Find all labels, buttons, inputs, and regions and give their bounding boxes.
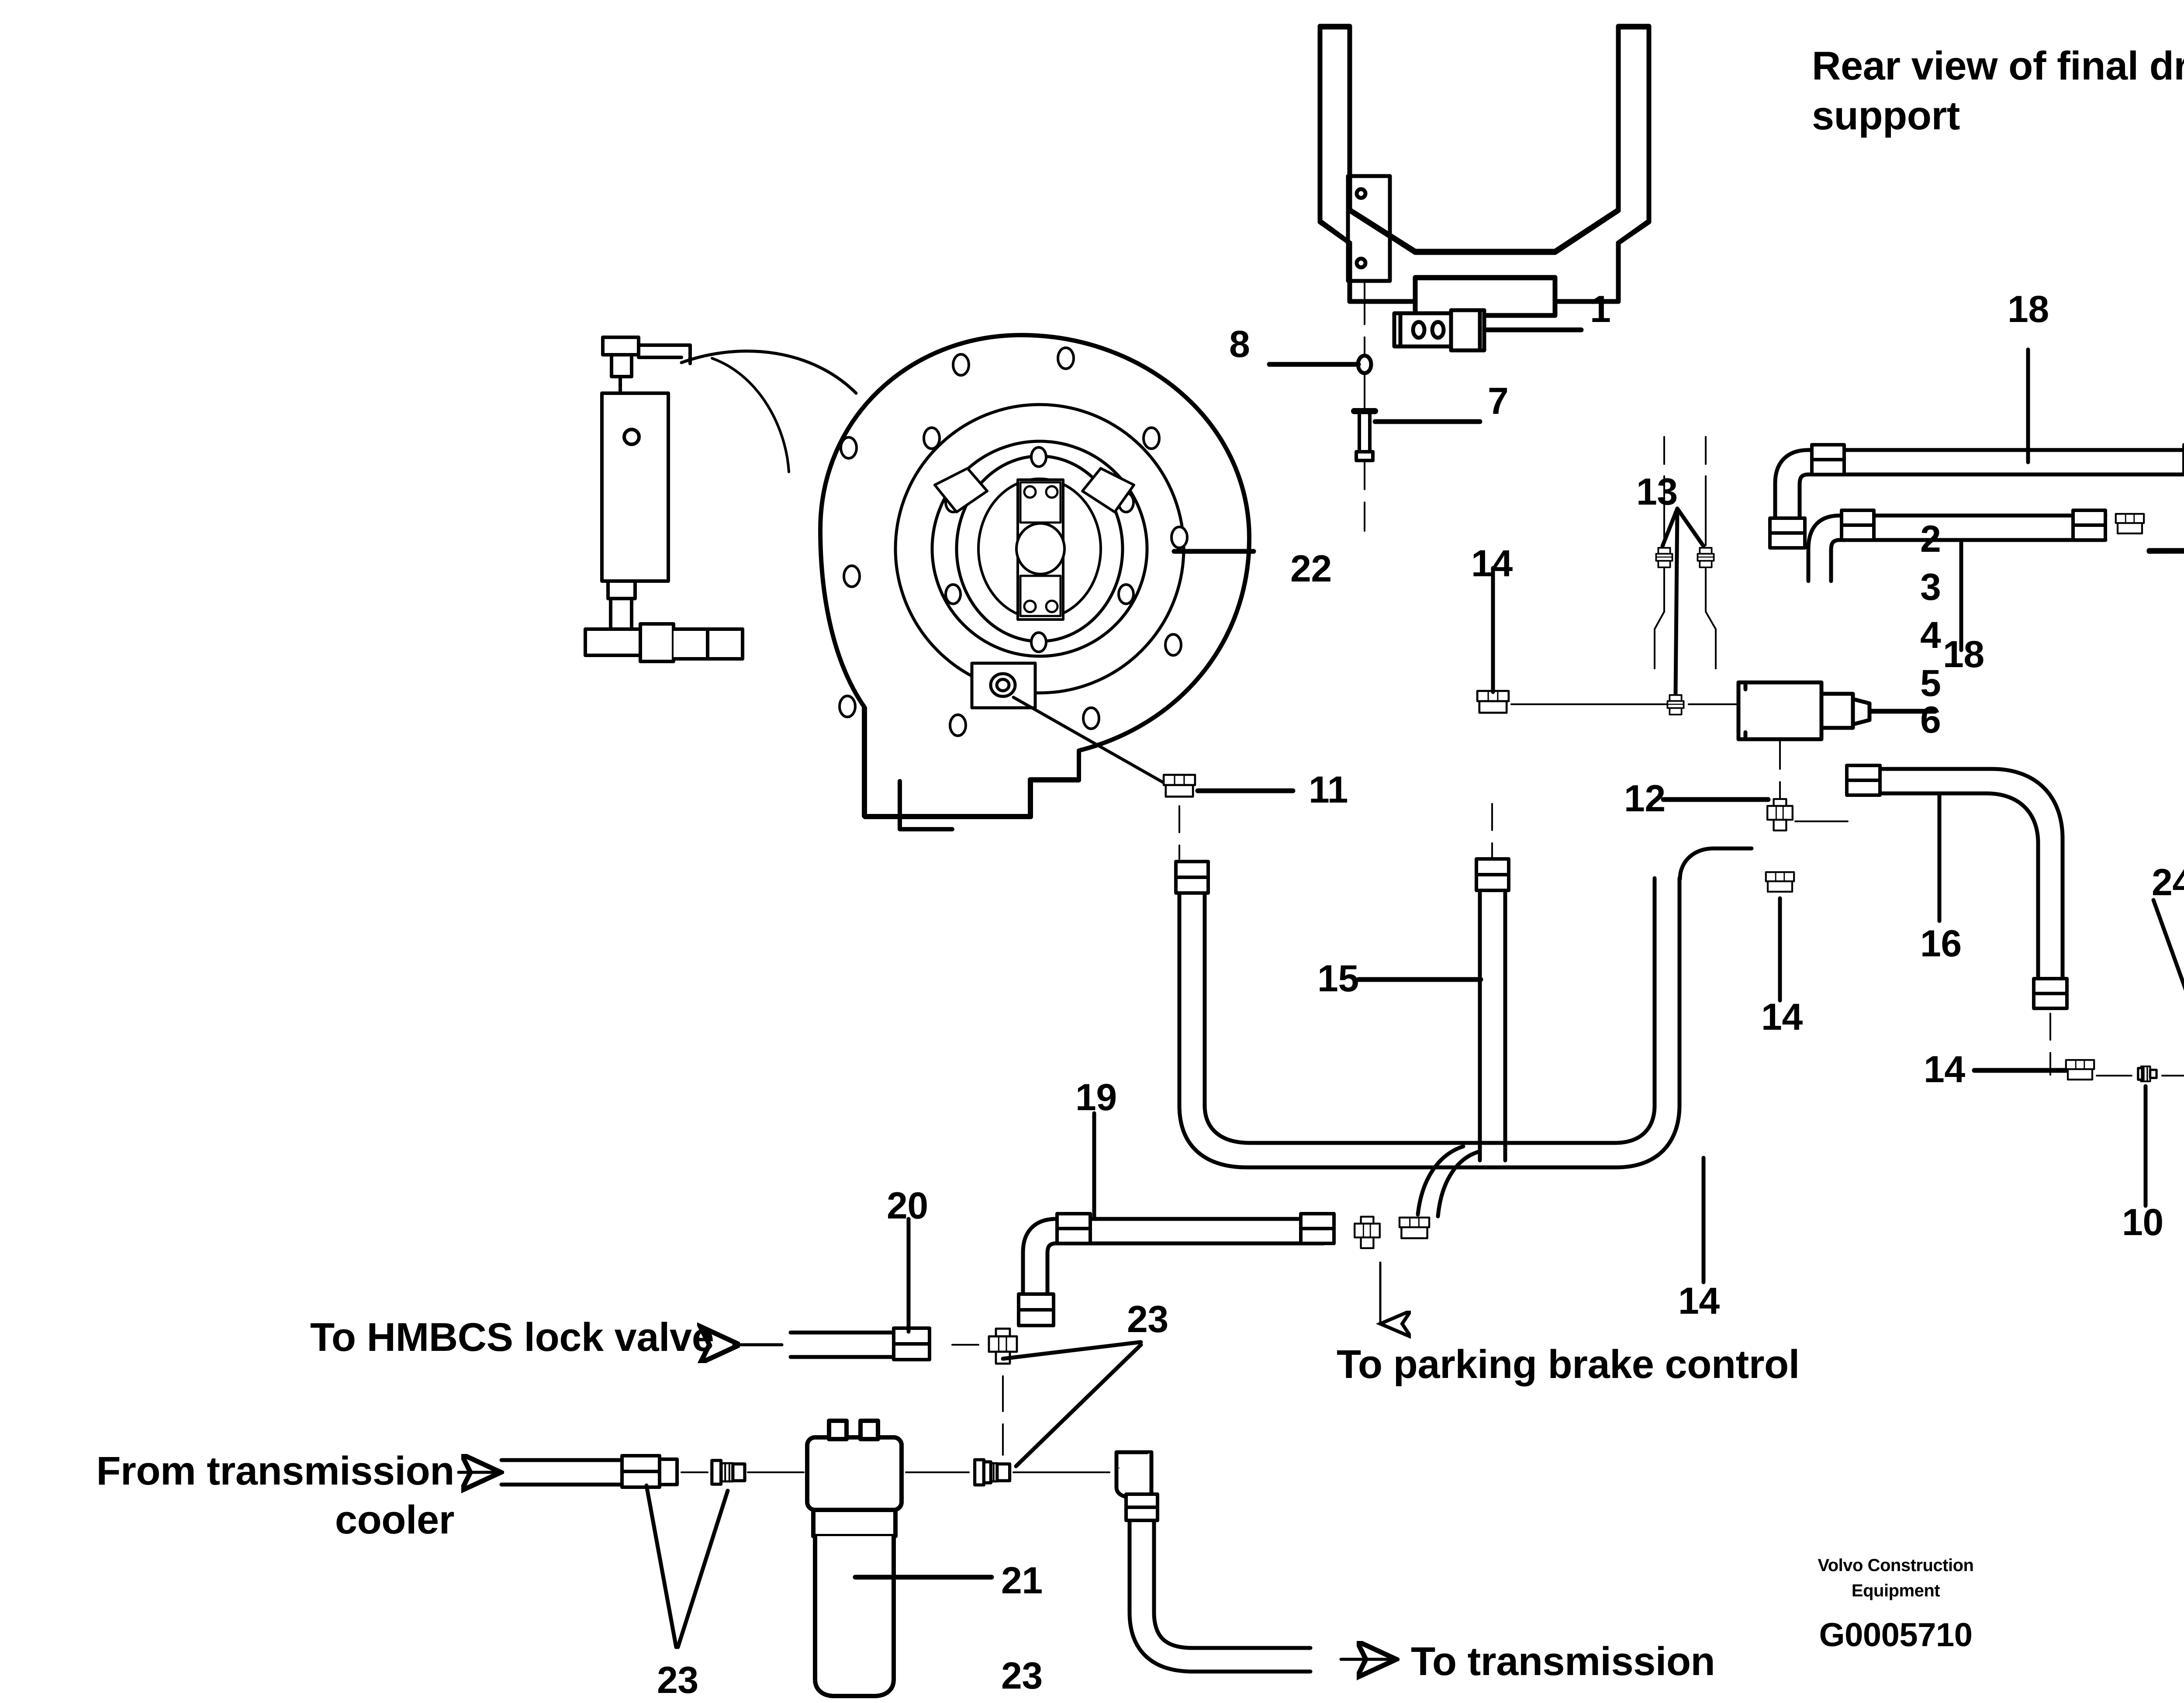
- callout-4: 4: [1920, 614, 1941, 656]
- callout-1: 1: [1590, 288, 1611, 330]
- callout-23-lower: 23: [1001, 1655, 1043, 1697]
- callout-14-bottom: 14: [1924, 1049, 1965, 1090]
- callout-18-lower: 18: [1943, 633, 1984, 675]
- callout-17: 16: [1920, 923, 1962, 965]
- part-to-transmission-elbow: [1114, 1450, 1154, 1500]
- part-19-hose: [1021, 1217, 1326, 1300]
- part-23c-union: [973, 1458, 1012, 1487]
- leader-port-to-11: [1012, 696, 1169, 786]
- part-16-hose-center: [1478, 891, 1507, 1163]
- callout-10: 10: [2122, 1201, 2163, 1243]
- housing-shell-edge2: [711, 357, 790, 473]
- manufacturer-line-1: Volvo Construction: [1818, 1556, 1974, 1575]
- part-1-valve: [1392, 308, 1486, 353]
- housing-shell-edge: [680, 350, 858, 395]
- hose-19-ferrules: [1017, 1212, 1336, 1327]
- brake-actuator: [584, 336, 744, 663]
- part-19-elbow-right: [1400, 1218, 1429, 1238]
- part-18b-hose: [1806, 513, 2108, 583]
- part-18a-hose: [1773, 448, 2184, 521]
- caption-to-parking-brake-control: To parking brake control: [1337, 1342, 1800, 1387]
- hose-19-up: [1436, 1149, 1481, 1218]
- leader-23a: [1001, 1340, 1143, 1361]
- callout-20: 20: [887, 1185, 928, 1227]
- part-11-elbow: [1164, 775, 1195, 796]
- drawing-number: G0005710: [1819, 1616, 1973, 1654]
- part-22-brake-housing: [818, 333, 1251, 831]
- callout-11: 11: [1309, 769, 1348, 811]
- caption-from-transmission-line2: cooler: [335, 1498, 455, 1542]
- caption-to-transmission: To transmission: [1411, 1639, 1715, 1684]
- hose-16-ferrules: [1174, 857, 1510, 895]
- callout-3: 3: [1920, 566, 1941, 608]
- callout-16: 15: [1317, 958, 1359, 1000]
- part-20-hose: [788, 1330, 898, 1359]
- manufacturer-line-2: Equipment: [1851, 1581, 1940, 1600]
- housing-bolt-bosses: [838, 346, 1189, 737]
- part-to-transmission-hose: [1127, 1496, 1313, 1674]
- part-21-filter: [805, 1419, 904, 1698]
- part-6-manifold: [1736, 680, 1872, 741]
- centerline-13: [1654, 436, 1717, 669]
- caption-to-hmbcs-lock-valve: To HMBCS lock valve: [310, 1315, 714, 1360]
- hose-18b-ferrules: [1840, 509, 2107, 542]
- hose-18a-ferrules: [1768, 443, 2184, 550]
- leader-23c: [1014, 1343, 1143, 1468]
- callout-24: 24: [2152, 862, 2184, 903]
- caption-rear-view-line2: support: [1812, 93, 1960, 138]
- callout-2: 2: [1920, 518, 1941, 560]
- leader-23b-fan: [644, 1483, 730, 1649]
- caption-rear-view-line1: Rear view of final drive: [1812, 44, 2184, 88]
- callout-7: 7: [1488, 380, 1509, 422]
- support-mount-plate: [1346, 174, 1392, 283]
- callout-14-mid-lower: 14: [1761, 996, 1803, 1038]
- part-14d-elbow-lower: [2116, 514, 2144, 533]
- part-14b-elbow: [1766, 872, 1794, 892]
- callout-8: 8: [1229, 323, 1250, 365]
- callout-15: 14: [1678, 1280, 1720, 1322]
- callout-19: 19: [1075, 1076, 1117, 1118]
- callout-14-upper-mid: 14: [1471, 543, 1513, 585]
- part-13-fitting-b: [1697, 548, 1714, 568]
- part-14a-elbow: [1477, 691, 1509, 713]
- housing-inner-bolt-pads: [933, 446, 1135, 653]
- leader-14-fan: [2146, 548, 2184, 554]
- leader-13-cluster: [1660, 506, 1706, 696]
- housing-port-boss: [970, 661, 1037, 710]
- final-drive-support-body: [1317, 24, 1652, 318]
- hose-to-loop: [1678, 846, 1754, 881]
- hose-transmission-ferrule: [1124, 1492, 1159, 1522]
- part-16-hose-loop: [1177, 869, 1682, 1170]
- part-19-tee: [1355, 1217, 1380, 1248]
- part-23b-union: [710, 1459, 746, 1486]
- callout-23-upper: 23: [1127, 1298, 1168, 1340]
- callout-12: 12: [1624, 778, 1666, 820]
- callout-21: 21: [1001, 1560, 1043, 1602]
- leader-24: [2151, 898, 2184, 991]
- hose-19-up2: [1416, 1144, 1465, 1217]
- part-13-fitting-c: [1667, 695, 1683, 715]
- hose-20-ferrule: [892, 1326, 931, 1361]
- final-drive-support-outline: [1317, 24, 1652, 304]
- part-10-plug: [2137, 1066, 2158, 1081]
- part-14c-elbow: [2066, 1060, 2094, 1080]
- callout-18-upper: 18: [2008, 288, 2049, 330]
- callout-6: 6: [1920, 699, 1941, 741]
- part-from-cooler-hose: [499, 1458, 627, 1487]
- callout-22: 22: [1290, 548, 1332, 590]
- hose-17-ends: [1845, 764, 2069, 1010]
- hose-cooler-ferrule: [620, 1454, 679, 1489]
- part-17-hose: [1858, 767, 2065, 985]
- callout-13: 13: [1636, 471, 1678, 513]
- callout-23-filter: 23: [657, 1659, 698, 1701]
- callout-5: 5: [1920, 662, 1941, 704]
- part-12-tee: [1767, 799, 1793, 831]
- part-13-fitting-a: [1656, 548, 1672, 568]
- caption-from-transmission-line1: From transmission: [96, 1449, 454, 1493]
- part-7-bolt: [1351, 408, 1378, 462]
